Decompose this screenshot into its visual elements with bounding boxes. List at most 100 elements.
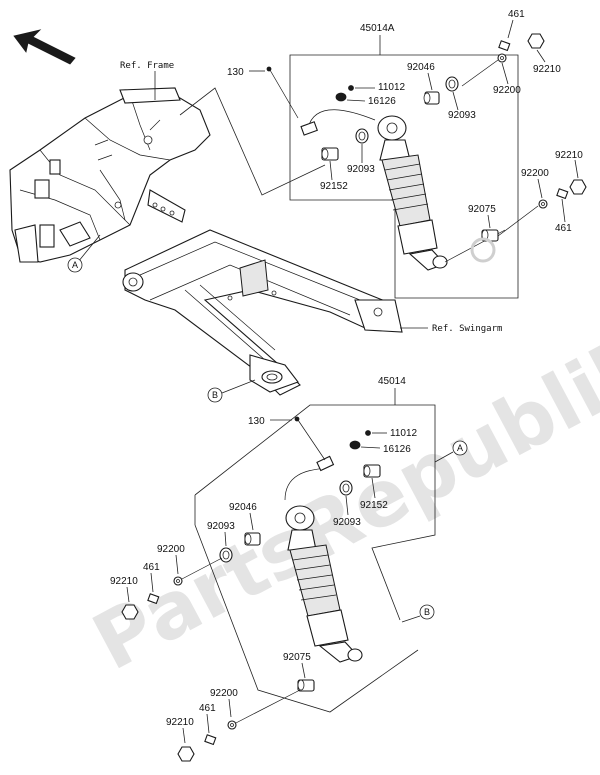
callout-b-lower	[419, 604, 435, 620]
upper-92152-label: 92152	[320, 181, 348, 192]
lower-92093-mid-icon	[339, 480, 353, 496]
upper-bolt-130-icon	[266, 66, 299, 119]
upper-assembly-bracket	[289, 54, 519, 299]
lower-11012-label: 11012	[390, 428, 418, 439]
lower-92046-label: 92046	[229, 502, 257, 513]
lower-461-left-leader	[150, 572, 154, 593]
upper-top-axis-line	[461, 59, 499, 87]
callout-a-frame	[67, 257, 83, 273]
lower-92200-bot-leader	[228, 698, 232, 718]
lower-130-label: 130	[248, 416, 265, 427]
lower-92152-icon	[363, 464, 381, 478]
upper-92200-top-label: 92200	[493, 85, 521, 96]
gear-icon	[470, 237, 496, 263]
callout-a-lower-leader	[434, 451, 454, 463]
lower-461-left-icon	[147, 593, 160, 605]
frame-drawing	[9, 87, 211, 263]
upper-92046-icon	[423, 91, 440, 105]
lower-92152-label: 92152	[360, 500, 388, 511]
lower-92210-bot-leader	[182, 727, 186, 744]
upper-92210-side-leader	[574, 159, 579, 179]
upper-11012-icon	[348, 85, 354, 91]
upper-assembly-label: 45014A	[360, 23, 395, 34]
upper-461-top-leader	[507, 19, 514, 39]
upper-92200-top-icon	[497, 53, 507, 63]
upper-92210-top-leader	[536, 49, 546, 63]
lower-left-axis-line	[179, 557, 223, 581]
lower-92093-mid-leader	[345, 495, 349, 516]
lower-92093-left-label: 92093	[207, 521, 235, 532]
lower-92093-left-leader	[224, 531, 227, 547]
upper-130-label: 130	[227, 67, 244, 78]
lower-92152-leader	[371, 477, 376, 499]
lower-92210-left-leader	[126, 586, 130, 603]
callout-b-leader-swingarm	[221, 379, 256, 394]
upper-92093-top-label: 92093	[448, 110, 476, 121]
callout-a-lower	[452, 440, 468, 456]
callout-b-lower-leader	[401, 615, 421, 623]
upper-92093-top-leader	[452, 91, 459, 111]
lower-16126-label: 16126	[383, 444, 411, 455]
lower-461-bot-leader	[206, 713, 210, 734]
upper-92200-side-leader	[537, 178, 543, 199]
lower-92200-left-leader	[175, 554, 179, 575]
upper-92210-side-label: 92210	[555, 150, 583, 161]
swingarm-drawing	[122, 229, 403, 396]
upper-92046-leader	[427, 72, 433, 91]
callout-b-swingarm-text: B	[212, 390, 218, 400]
lower-92210-bot-label: 92210	[166, 717, 194, 728]
upper-92075-leader	[487, 214, 491, 229]
upper-92210-side-icon	[569, 179, 587, 195]
lower-461-bot-label: 461	[199, 703, 216, 714]
callout-b-lower-text: B	[424, 607, 430, 617]
lower-bolt-130-icon	[294, 416, 326, 461]
lower-16126-leader	[360, 446, 381, 449]
lower-92046-icon	[244, 532, 261, 546]
lower-92200-left-icon	[173, 576, 183, 586]
frame-to-shock-leader	[179, 87, 326, 196]
callout-a-frame-text: A	[72, 260, 78, 270]
lower-92075-label: 92075	[283, 652, 311, 663]
lower-92093-left-icon	[219, 547, 233, 563]
lower-92210-left-label: 92210	[110, 576, 138, 587]
lower-bottom-axis-line	[231, 689, 301, 726]
lower-461-bot-icon	[204, 734, 217, 746]
lower-92075-icon	[297, 679, 315, 692]
upper-92152-icon	[321, 147, 339, 161]
upper-92200-side-icon	[538, 199, 548, 209]
upper-92210-top-icon	[527, 33, 545, 49]
ref-swingarm-label: Ref. Swingarm	[432, 324, 502, 334]
upper-16126-label: 16126	[368, 96, 396, 107]
upper-92093-top-icon	[445, 76, 459, 92]
upper-92046-label: 92046	[407, 62, 435, 73]
upper-92200-side-label: 92200	[521, 168, 549, 179]
upper-16126-icon	[335, 92, 347, 102]
upper-461-top-label: 461	[508, 9, 525, 20]
lower-16126-icon	[349, 440, 361, 450]
ref-frame-label: Ref. Frame	[120, 61, 174, 71]
lower-assembly-label: 45014	[378, 376, 406, 387]
upper-92075-label: 92075	[468, 204, 496, 215]
callout-b-swingarm	[207, 387, 223, 403]
upper-461-side-leader	[561, 198, 566, 223]
lower-92093-mid-label: 92093	[333, 517, 361, 528]
upper-92093-mid-label: 92093	[347, 164, 375, 175]
callout-a-leader-frame	[77, 234, 101, 263]
lower-92075-leader	[301, 662, 306, 679]
direction-arrow-icon	[13, 29, 76, 65]
lower-92200-left-label: 92200	[157, 544, 185, 555]
lower-92046-leader	[249, 512, 254, 531]
upper-461-side-label: 461	[555, 223, 572, 234]
upper-461-side-icon	[556, 188, 569, 200]
lower-92200-bot-label: 92200	[210, 688, 238, 699]
lower-shock-drawing	[284, 455, 363, 663]
upper-92210-top-label: 92210	[533, 64, 561, 75]
lower-11012-icon	[365, 430, 371, 436]
lower-461-left-label: 461	[143, 562, 160, 573]
lower-92210-left-icon	[121, 604, 139, 620]
lower-92210-bot-icon	[177, 746, 195, 762]
upper-16126-leader	[346, 99, 366, 102]
upper-shock-drawing	[300, 109, 506, 271]
upper-92152-leader	[329, 160, 333, 181]
